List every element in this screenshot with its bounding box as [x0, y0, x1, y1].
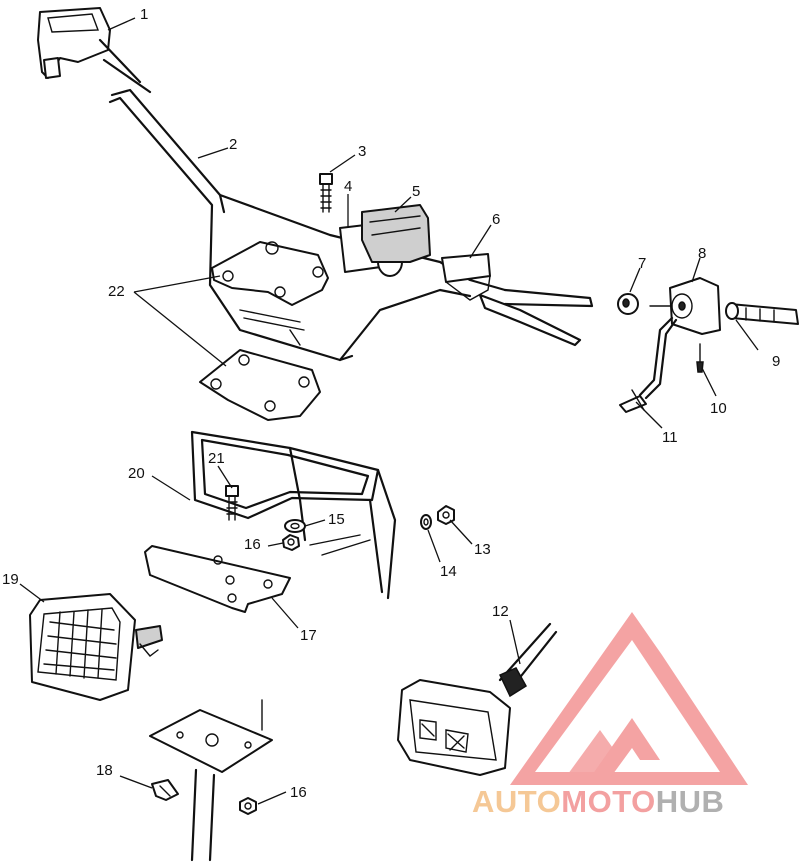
callout-6: 6 [492, 211, 500, 228]
callout-4: 4 [344, 178, 352, 195]
handlebar-clamp-lower [199, 349, 321, 421]
handlebar-part [108, 88, 594, 362]
watermark-logo [510, 612, 748, 785]
callout-8: 8 [698, 245, 706, 262]
nut-13-part [437, 505, 455, 525]
svg-text:AUTOMOTOHUB: AUTOMOTOHUB [472, 784, 724, 819]
callout-12: 12 [492, 603, 509, 620]
watermark-text: AUTOMOTOHUB [472, 784, 724, 819]
nut-16-part [282, 534, 300, 551]
headlight-left-part [29, 593, 163, 701]
light-bracket-frame [190, 430, 397, 600]
nut-16-lower-part [239, 797, 257, 815]
callout-22: 22 [108, 283, 125, 300]
callout-14: 14 [440, 563, 457, 580]
callout-labels: 1 2 3 4 5 6 7 8 9 10 11 12 13 14 15 16 1… [2, 6, 780, 801]
lever-housing-part [441, 253, 491, 301]
watermark-auto: AUTO [472, 784, 561, 819]
bolt-part [319, 173, 333, 213]
leader-lines [19, 17, 759, 805]
callout-20: 20 [128, 465, 145, 482]
callout-16: 16 [244, 536, 261, 553]
callout-2: 2 [229, 136, 237, 153]
throttle-cable-11-part [619, 316, 678, 413]
master-cylinder-part [37, 7, 152, 94]
grip-9-part [725, 302, 799, 325]
callout-3: 3 [358, 143, 366, 160]
watermark-moto: MOTO [561, 784, 655, 819]
handlebar-clamp-upper [211, 241, 329, 346]
callout-19: 19 [2, 571, 19, 588]
callout-21: 21 [208, 450, 225, 467]
callout-5: 5 [412, 183, 420, 200]
clip-18-part [151, 779, 179, 801]
screw-10-part [696, 343, 704, 373]
callout-9: 9 [772, 353, 780, 370]
lower-bracket-part [149, 699, 273, 862]
callout-17: 17 [300, 627, 317, 644]
mounting-plate-part [144, 534, 371, 613]
grip-end-7-part [617, 293, 639, 315]
connector-12-part [498, 622, 558, 698]
callout-1: 1 [140, 6, 148, 23]
throttle-housing-8-part [649, 277, 721, 335]
callout-18: 18 [96, 762, 113, 779]
washer-15-part [284, 519, 306, 533]
callout-13: 13 [474, 541, 491, 558]
washer-14-part [420, 514, 432, 530]
headlight-right-part [397, 679, 511, 776]
callout-15: 15 [328, 511, 345, 528]
bolt-21-part [225, 485, 239, 521]
callout-11: 11 [662, 429, 678, 446]
callout-10: 10 [710, 400, 727, 417]
callout-7: 7 [638, 255, 646, 272]
watermark-hub: HUB [656, 784, 725, 819]
callout-16-lower: 16 [290, 784, 307, 801]
switch-housing-part [339, 204, 431, 277]
